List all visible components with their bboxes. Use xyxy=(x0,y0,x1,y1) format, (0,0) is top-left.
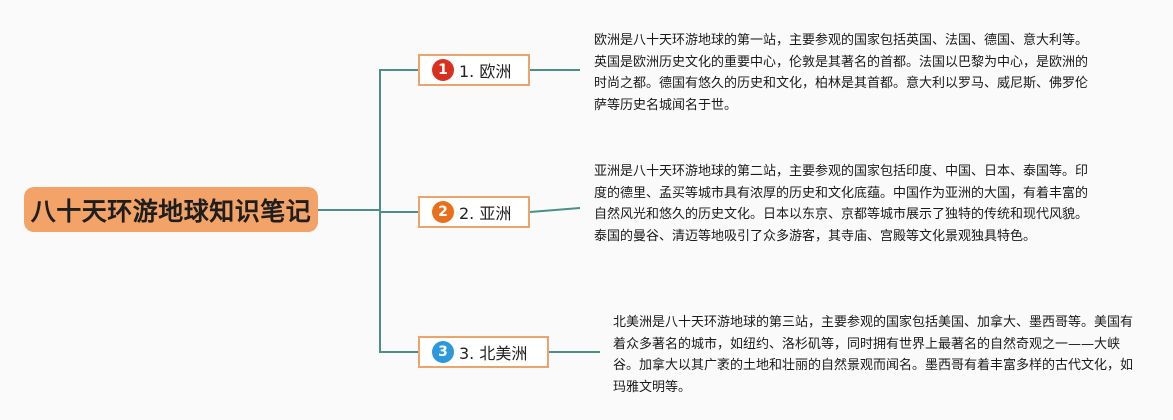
branch-label-north-america: 3. 北美洲 xyxy=(459,344,528,363)
root-topic[interactable]: 八十天环游地球知识笔记 xyxy=(24,187,318,232)
number-badge-3-icon: 3 xyxy=(432,341,454,363)
note-north-america: 北美洲是八十天环游地球的第三站，主要参观的国家包括美国、加拿大、墨西哥等。美国有… xyxy=(613,315,1134,395)
root-title: 八十天环游地球知识笔记 xyxy=(30,196,312,226)
number-badge-1-icon: 1 xyxy=(432,59,454,81)
note-asia: 亚洲是八十天环游地球的第二站，主要参观的国家包括印度、中国、日本、泰国等。印度的… xyxy=(594,164,1089,244)
note-europe: 欧洲是八十天环游地球的第一站，主要参观的国家包括英国、法国、德国、意大利等。英国… xyxy=(594,33,1089,113)
branch-label-asia: 2. 亚洲 xyxy=(459,204,512,223)
branch-north-america[interactable]: 3 3. 北美洲 xyxy=(418,336,549,368)
branch-label-europe: 1. 欧洲 xyxy=(459,62,512,81)
branch-europe[interactable]: 1 1. 欧洲 xyxy=(418,54,530,86)
number-badge-2-icon: 2 xyxy=(432,201,454,223)
connector-note-2 xyxy=(529,207,581,213)
branch-asia[interactable]: 2 2. 亚洲 xyxy=(418,196,530,228)
